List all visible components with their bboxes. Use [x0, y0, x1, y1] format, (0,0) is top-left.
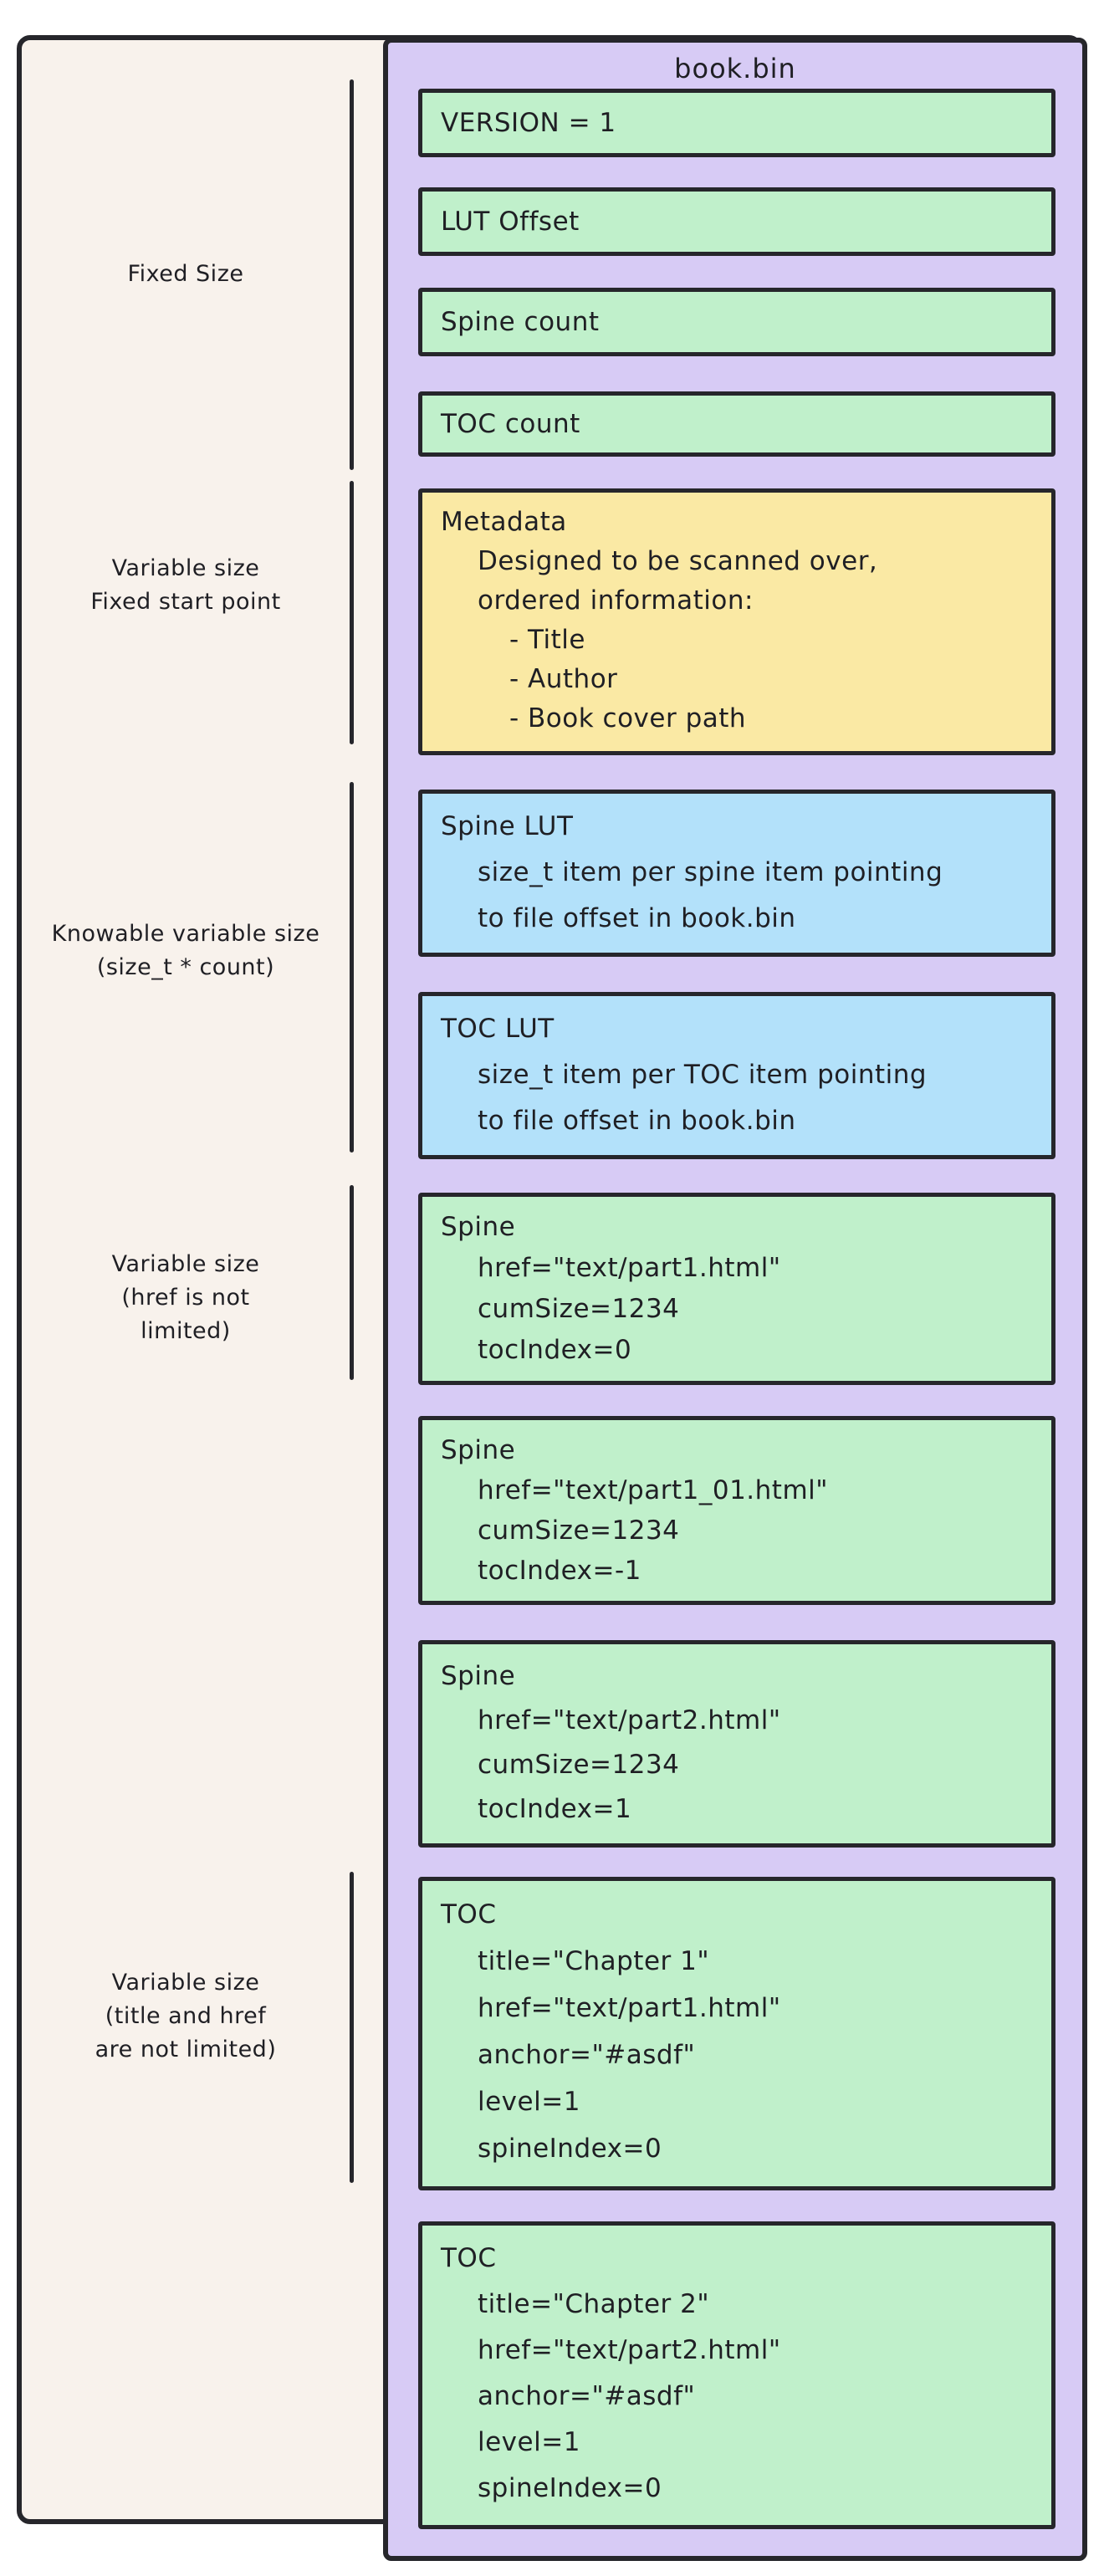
size-annotation-label: Variable size (href is not limited)	[30, 1248, 341, 1348]
block-text-line: TOC LUT	[441, 1014, 555, 1044]
annotation-line: are not limited)	[95, 2037, 277, 2062]
block-text-line: Metadata	[441, 507, 567, 537]
block-text-line: tocIndex=0	[478, 1335, 632, 1365]
block-text-line: cumSize=1234	[478, 1515, 680, 1546]
block-text-line: TOC count	[441, 409, 580, 439]
spine-lut-block: Spine LUT size_t item per spine item poin…	[418, 790, 1055, 957]
block-text-line: title="Chapter 2"	[478, 2289, 710, 2319]
block-text-line: Spine	[441, 1661, 516, 1691]
block-text-line: href="text/part2.html"	[478, 1705, 781, 1735]
block-text-line: spineIndex=0	[478, 2473, 662, 2503]
annotation-line: Fixed Size	[127, 261, 244, 287]
spine-entry-2: Spine href="text/part1_01.html" cumSize=12…	[418, 1416, 1055, 1605]
toc-entry-2: TOC title="Chapter 2" href="text/part2.htm…	[418, 2221, 1055, 2529]
block-text-line: href="text/part1.html"	[478, 1993, 781, 2023]
block-text-line: TOC	[441, 2243, 497, 2273]
block-text-line: tocIndex=-1	[478, 1556, 641, 1586]
block-text-line: ordered information:	[478, 585, 754, 616]
field-version: VERSION = 1	[418, 89, 1055, 157]
spine-entry-1: Spine href="text/part1.html" cumSize=1234 t…	[418, 1193, 1055, 1385]
block-text-line: size_t item per TOC item pointing	[478, 1060, 928, 1090]
annotation-line: (size_t * count)	[96, 954, 275, 980]
block-text-line: anchor="#asdf"	[478, 2381, 696, 2411]
size-annotation-label: Variable size (title and href are not limi…	[30, 1966, 341, 2067]
size-bracket-line	[350, 79, 354, 470]
size-bracket-line	[350, 1185, 354, 1380]
annotation-line: Variable size	[111, 1251, 260, 1277]
block-text-line: level=1	[478, 2087, 580, 2117]
block-text-line: href="text/part2.html"	[478, 2335, 781, 2365]
block-text-line: Spine count	[441, 307, 600, 337]
annotation-line: (title and href	[105, 2003, 267, 2029]
block-text-line: - Book cover path	[509, 703, 747, 733]
block-text-line: href="text/part1_01.html"	[478, 1475, 829, 1505]
block-text-line: cumSize=1234	[478, 1750, 680, 1780]
block-text-line: - Author	[509, 664, 618, 694]
annotation-line: Variable size	[111, 555, 260, 581]
block-text-line: spineIndex=0	[478, 2134, 662, 2164]
annotation-line: Variable size	[111, 1970, 260, 1996]
block-text-line: Spine LUT	[441, 811, 574, 841]
toc-entry-1: TOC title="Chapter 1" href="text/part1.htm…	[418, 1877, 1055, 2190]
size-annotation-label: Knowable variable size (size_t * count)	[30, 917, 341, 984]
block-text-line: cumSize=1234	[478, 1294, 680, 1324]
block-text-line: tocIndex=1	[478, 1794, 632, 1824]
block-text-line: Designed to be scanned over,	[478, 546, 878, 576]
block-text-line: size_t item per spine item pointing	[478, 857, 943, 887]
size-annotation-label: Fixed Size	[30, 258, 341, 291]
block-text-line: to file offset in book.bin	[478, 1106, 796, 1136]
field-lut-offset: LUT Offset	[418, 187, 1055, 256]
size-bracket-line	[350, 481, 354, 744]
block-text-line: anchor="#asdf"	[478, 2040, 696, 2070]
annotation-line: limited)	[141, 1318, 231, 1344]
file-title: book.bin	[674, 53, 796, 84]
block-text-line: Spine	[441, 1435, 516, 1465]
block-text-line: title="Chapter 1"	[478, 1946, 710, 1976]
annotation-line: (href is not	[121, 1285, 250, 1311]
size-bracket-line	[350, 782, 354, 1153]
block-text-line: VERSION = 1	[441, 108, 616, 138]
block-text-line: - Title	[509, 625, 585, 655]
block-text-line: TOC	[441, 1899, 497, 1929]
block-text-line: to file offset in book.bin	[478, 903, 796, 933]
toc-lut-block: TOC LUT size_t item per TOC item pointing…	[418, 992, 1055, 1159]
block-text-line: href="text/part1.html"	[478, 1253, 781, 1283]
field-toc-count: TOC count	[418, 391, 1055, 457]
block-text-line: LUT Offset	[441, 207, 580, 237]
field-spine-count: Spine count	[418, 288, 1055, 356]
annotation-line: Knowable variable size	[51, 921, 320, 947]
annotation-line: Fixed start point	[90, 589, 281, 615]
block-text-line: level=1	[478, 2427, 580, 2457]
size-bracket-line	[350, 1872, 354, 2183]
block-text-line: Spine	[441, 1212, 516, 1242]
spine-entry-3: Spine href="text/part2.html" cumSize=1234 t…	[418, 1640, 1055, 1848]
